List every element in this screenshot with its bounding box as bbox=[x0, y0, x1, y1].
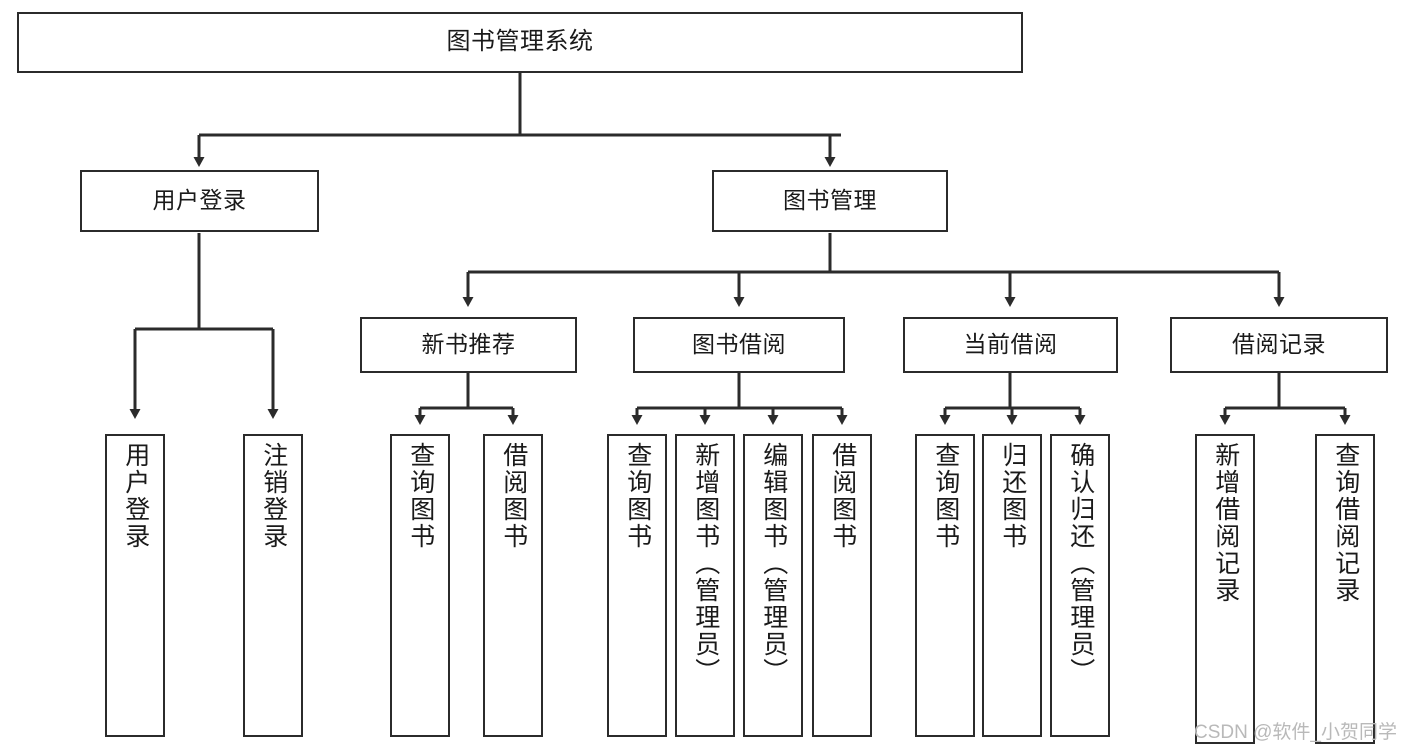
node-book-management-label: 图书管理 bbox=[783, 187, 877, 214]
leaf-query-book-2-label: 查询图书 bbox=[623, 442, 652, 550]
node-current-borrow[interactable]: 当前借阅 bbox=[903, 317, 1118, 373]
leaf-confirm-return[interactable]: 确认归还（管理员） bbox=[1050, 434, 1110, 737]
node-borrow-record[interactable]: 借阅记录 bbox=[1170, 317, 1388, 373]
leaf-query-book-1-label: 查询图书 bbox=[406, 442, 435, 550]
leaf-confirm-return-label: 确认归还（管理员） bbox=[1066, 442, 1095, 685]
node-user-login[interactable]: 用户登录 bbox=[80, 170, 319, 232]
node-new-book-recommend[interactable]: 新书推荐 bbox=[360, 317, 577, 373]
leaf-borrow-book-2-label: 借阅图书 bbox=[828, 442, 857, 550]
csdn-watermark: CSDN @软件_小贺同学 bbox=[1194, 722, 1397, 743]
leaf-borrow-book-1[interactable]: 借阅图书 bbox=[483, 434, 543, 737]
leaf-query-book-3-label: 查询图书 bbox=[931, 442, 960, 550]
leaf-add-book-label: 新增图书（管理员） bbox=[691, 442, 720, 685]
leaf-edit-book-label: 编辑图书（管理员） bbox=[759, 442, 788, 685]
leaf-edit-book[interactable]: 编辑图书（管理员） bbox=[743, 434, 803, 737]
leaf-add-record[interactable]: 新增借阅记录 bbox=[1195, 434, 1255, 744]
node-book-borrow-label: 图书借阅 bbox=[692, 331, 786, 358]
leaf-query-record[interactable]: 查询借阅记录 bbox=[1315, 434, 1375, 744]
node-new-book-recommend-label: 新书推荐 bbox=[421, 331, 516, 358]
node-current-borrow-label: 当前借阅 bbox=[963, 331, 1058, 358]
leaf-user-login[interactable]: 用户登录 bbox=[105, 434, 165, 737]
node-root[interactable]: 图书管理系统 bbox=[17, 12, 1023, 73]
leaf-query-book-1[interactable]: 查询图书 bbox=[390, 434, 450, 737]
leaf-borrow-book-1-label: 借阅图书 bbox=[499, 442, 528, 550]
node-book-borrow[interactable]: 图书借阅 bbox=[633, 317, 845, 373]
leaf-return-book-label: 归还图书 bbox=[998, 442, 1027, 550]
leaf-return-book[interactable]: 归还图书 bbox=[982, 434, 1042, 737]
leaf-logout-label: 注销登录 bbox=[259, 442, 288, 550]
leaf-query-record-label: 查询借阅记录 bbox=[1331, 442, 1360, 604]
node-book-management[interactable]: 图书管理 bbox=[712, 170, 948, 232]
leaf-add-record-label: 新增借阅记录 bbox=[1211, 442, 1240, 604]
leaf-borrow-book-2[interactable]: 借阅图书 bbox=[812, 434, 872, 737]
leaf-add-book[interactable]: 新增图书（管理员） bbox=[675, 434, 735, 737]
node-borrow-record-label: 借阅记录 bbox=[1232, 331, 1326, 358]
leaf-query-book-2[interactable]: 查询图书 bbox=[607, 434, 667, 737]
node-root-label: 图书管理系统 bbox=[446, 28, 594, 56]
leaf-logout[interactable]: 注销登录 bbox=[243, 434, 303, 737]
leaf-query-book-3[interactable]: 查询图书 bbox=[915, 434, 975, 737]
leaf-user-login-label: 用户登录 bbox=[121, 442, 150, 550]
node-user-login-label: 用户登录 bbox=[152, 187, 247, 214]
